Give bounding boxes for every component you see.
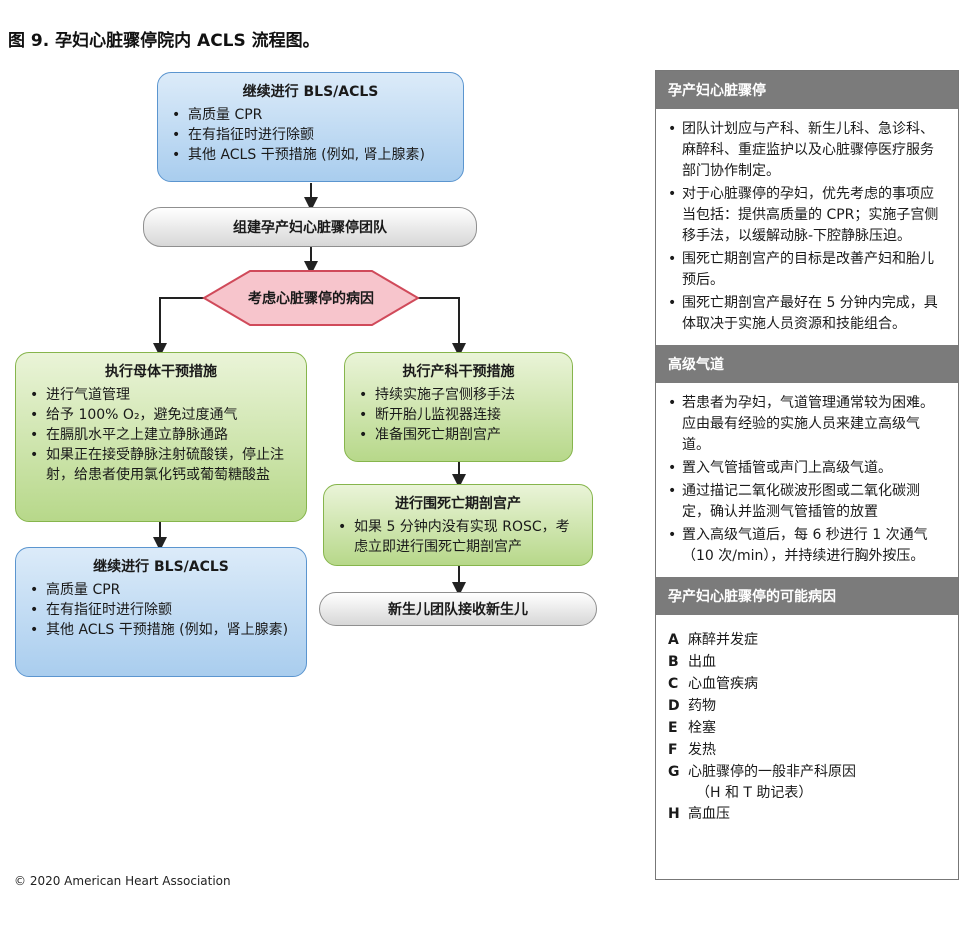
panel-item: 若患者为孕妇，气道管理通常较为困难。应由最有经验的实施人员来建立高级气道。	[668, 393, 946, 456]
cesarean-box: 进行围死亡期剖宫产 如果 5 分钟内没有实现 ROSC，考虑立即进行围死亡期剖宫…	[323, 484, 593, 566]
panel-item: 置入高级气道后，每 6 秒进行 1 次通气（10 次/min），并持续进行胸外按…	[668, 525, 946, 567]
arrow-diamond-to-maternal	[153, 297, 204, 357]
diamond-label: 考虑心脏骤停的病因	[248, 291, 374, 307]
team-box-label: 组建孕产妇心脏骤停团队	[233, 220, 387, 236]
maternal-title: 执行母体干预措施	[105, 364, 217, 380]
panel-header-causes: 孕产妇心脏骤停的可能病因	[656, 577, 958, 615]
obstetric-interventions-box: 执行产科干预措施 持续实施子宫侧移手法 断开胎儿监视器连接 准备围死亡期剖宫产	[344, 352, 573, 462]
copyright: © 2020 American Heart Association	[14, 874, 231, 888]
bottom-bls-item: 在有指征时进行除颤	[28, 600, 294, 620]
figure-title: 图 9. 孕妇心脏骤停院内 ACLS 流程图。	[8, 31, 320, 51]
top-bls-title: 继续进行 BLS/ACLS	[242, 84, 379, 100]
panel-header-advanced-airway: 高级气道	[656, 345, 958, 383]
cause-subnote: （H 和 T 助记表）	[696, 785, 813, 801]
panel-item: 团队计划应与产科、新生儿科、急诊科、麻醉科、重症监护以及心脏骤停医疗服务部门协作…	[668, 119, 946, 182]
neonatal-box: 新生儿团队接收新生儿	[319, 592, 597, 626]
top-bls-item: 其他 ACLS 干预措施 (例如, 肾上腺素)	[170, 145, 451, 165]
bottom-bls-title: 继续进行 BLS/ACLS	[93, 559, 229, 575]
top-bls-item: 在有指征时进行除颤	[170, 125, 451, 145]
team-box: 组建孕产妇心脏骤停团队	[143, 207, 477, 247]
panel-item: 置入气管插管或声门上高级气道。	[668, 458, 946, 479]
top-bls-box: 继续进行 BLS/ACLS 高质量 CPR 在有指征时进行除颤 其他 ACLS …	[157, 72, 464, 182]
panel-header-maternal-arrest: 孕产妇心脏骤停	[656, 71, 958, 109]
bottom-bls-item: 其他 ACLS 干预措施 (例如，肾上腺素)	[28, 620, 294, 640]
maternal-item: 给予 100% O₂，避免过度通气	[28, 405, 294, 425]
arrow-diamond-to-obstetric	[418, 297, 466, 357]
obstetric-item: 准备围死亡期剖宫产	[357, 425, 560, 445]
maternal-interventions-box: 执行母体干预措施 进行气道管理 给予 100% O₂，避免过度通气 在膈肌水平之…	[15, 352, 307, 522]
cesarean-item: 如果 5 分钟内没有实现 ROSC，考虑立即进行围死亡期剖宫产	[336, 517, 580, 557]
panel-item: 围死亡期剖宫产最好在 5 分钟内完成，具体取决于实施人员资源和技能组合。	[668, 293, 946, 335]
obstetric-item: 断开胎儿监视器连接	[357, 405, 560, 425]
maternal-item: 如果正在接受静脉注射硫酸镁，停止注射，给患者使用氯化钙或葡萄糖酸盐	[28, 445, 294, 485]
neonatal-box-label: 新生儿团队接收新生儿	[388, 602, 528, 618]
maternal-item: 在膈肌水平之上建立静脉通路	[28, 425, 294, 445]
panel-item: 通过描记二氧化碳波形图或二氧化碳测定，确认并监测气管插管的放置	[668, 481, 946, 523]
panel-item: 对于心脏骤停的孕妇，优先考虑的事项应当包括：提供高质量的 CPR；实施子宫侧移手…	[668, 184, 946, 247]
info-panel: 孕产妇心脏骤停 团队计划应与产科、新生儿科、急诊科、麻醉科、重症监护以及心脏骤停…	[655, 70, 959, 880]
top-bls-item: 高质量 CPR	[170, 105, 451, 125]
panel-section-advanced-airway: 若患者为孕妇，气道管理通常较为困难。应由最有经验的实施人员来建立高级气道。 置入…	[656, 383, 958, 577]
bottom-bls-box: 继续进行 BLS/ACLS 高质量 CPR 在有指征时进行除颤 其他 ACLS …	[15, 547, 307, 677]
panel-section-maternal-arrest: 团队计划应与产科、新生儿科、急诊科、麻醉科、重症监护以及心脏骤停医疗服务部门协作…	[656, 109, 958, 345]
panel-item: 围死亡期剖宫产的目标是改善产妇和胎儿预后。	[668, 249, 946, 291]
cesarean-title: 进行围死亡期剖宫产	[395, 496, 521, 512]
diamond-shape	[202, 270, 420, 326]
bottom-bls-item: 高质量 CPR	[28, 580, 294, 600]
obstetric-title: 执行产科干预措施	[402, 364, 515, 380]
maternal-item: 进行气道管理	[28, 385, 294, 405]
obstetric-item: 持续实施子宫侧移手法	[357, 385, 560, 405]
